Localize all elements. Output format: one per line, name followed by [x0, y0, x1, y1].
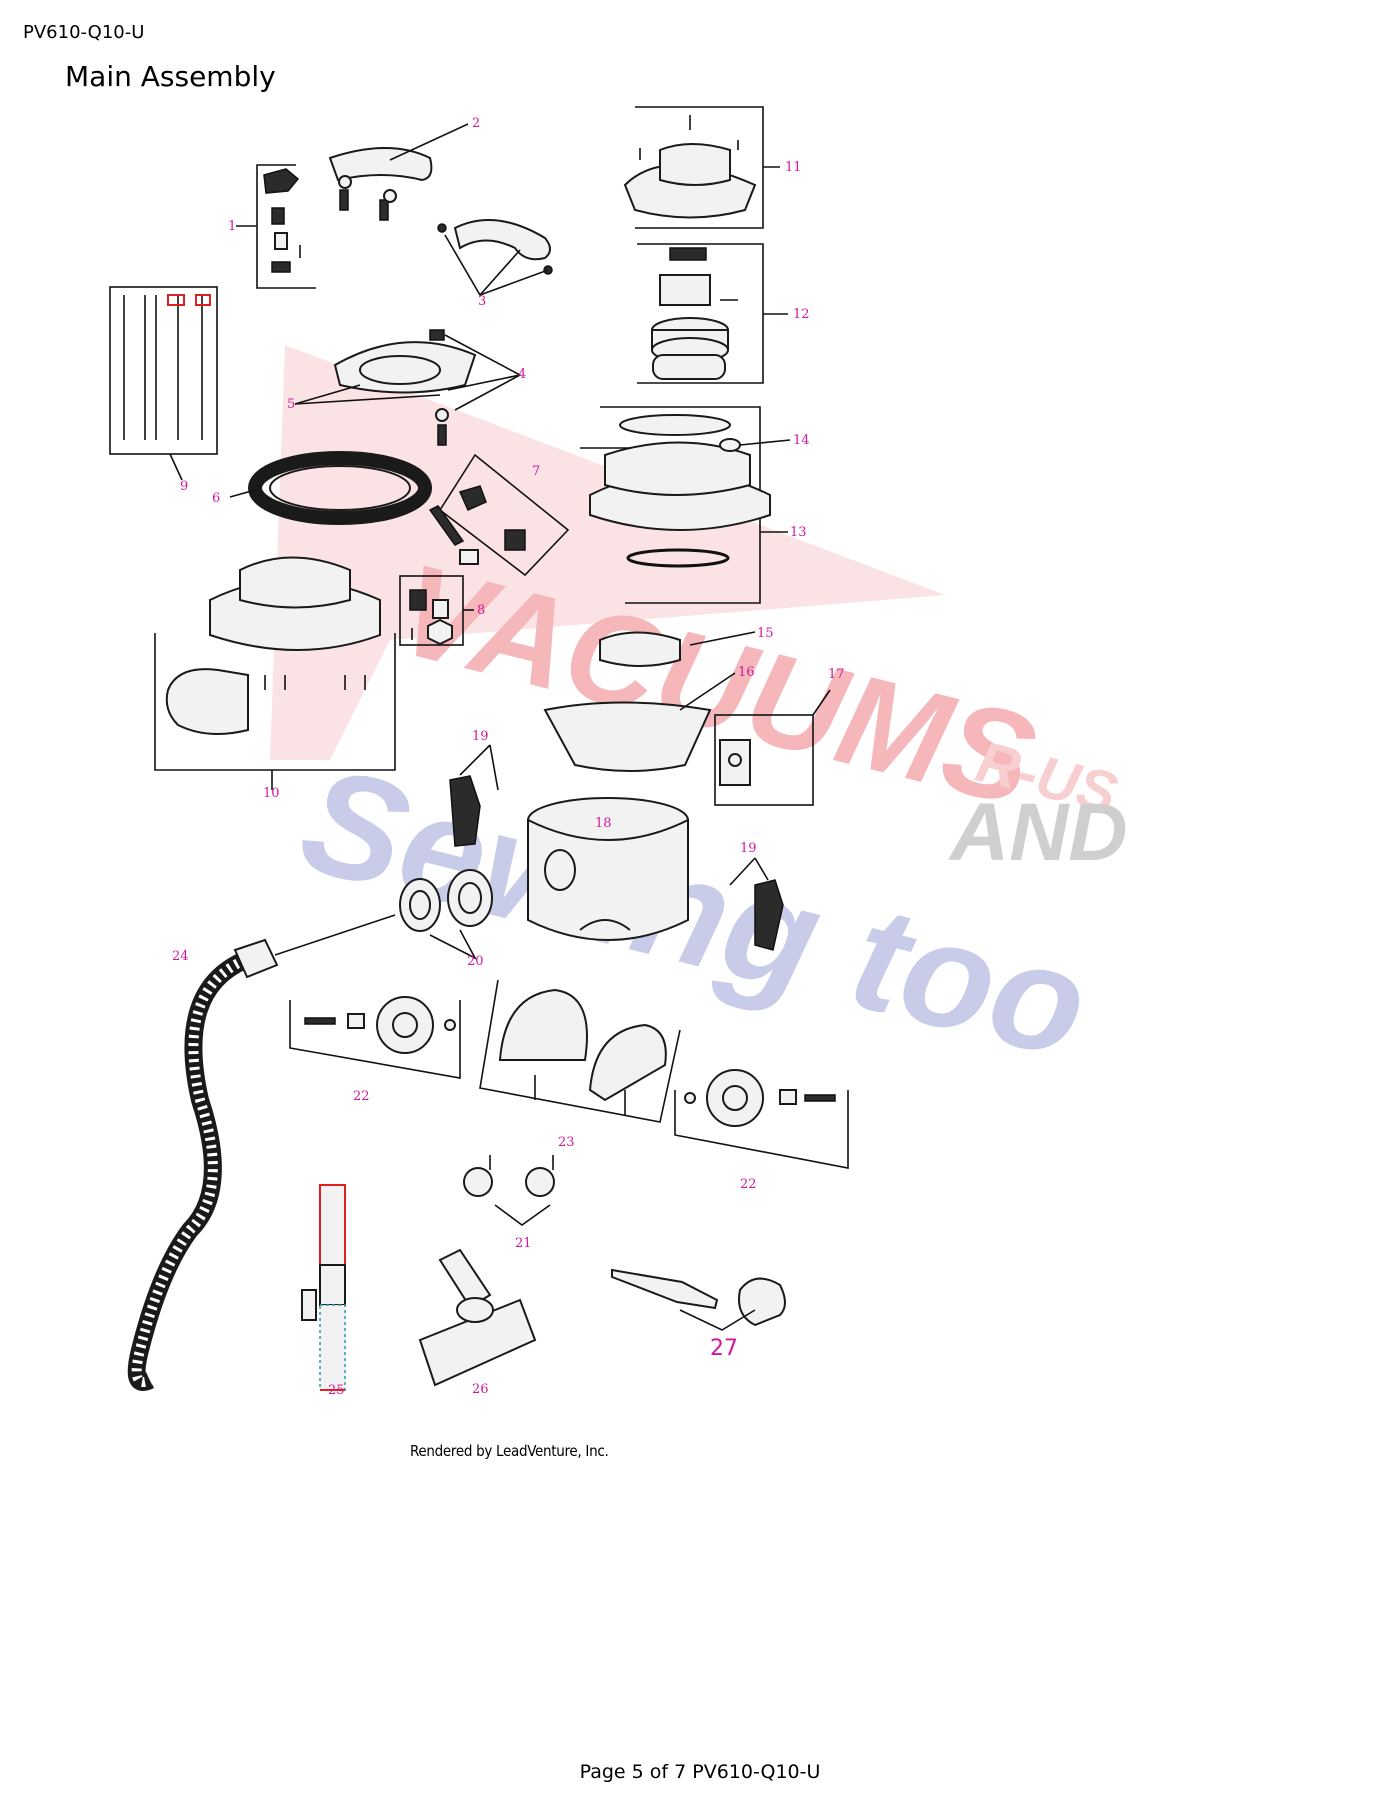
- part-9-wire-harness: [109, 286, 218, 481]
- callout-9: 9: [180, 479, 188, 494]
- callout-20: 20: [467, 954, 484, 969]
- callout-13: 13: [790, 525, 807, 540]
- part-25-wand: [301, 1184, 346, 1391]
- part-16-filter: [543, 672, 736, 772]
- callout-16: 16: [738, 665, 755, 680]
- part-4-5-top-lid: [294, 329, 522, 446]
- part-21-casters: [463, 1155, 555, 1226]
- callout-1: 1: [228, 219, 236, 234]
- document-code: PV610-Q10-U: [23, 22, 145, 43]
- watermark-v-shape: [270, 345, 945, 760]
- callout-15: 15: [757, 626, 774, 641]
- callout-26: 26: [472, 1382, 489, 1397]
- part-20-inlet: [399, 869, 493, 960]
- part-7-switch: [428, 453, 570, 577]
- callout-17: 17: [828, 667, 845, 682]
- part-6-gasket: [229, 451, 432, 525]
- callout-12: 12: [793, 307, 810, 322]
- part-12-motor: [637, 243, 788, 384]
- callout-21: 21: [515, 1236, 532, 1251]
- callout-4: 4: [518, 367, 526, 382]
- part-11-motor-cover: [623, 106, 780, 229]
- watermark-and-text: AND: [948, 787, 1128, 878]
- part-10-lid-base: [154, 556, 396, 790]
- part-3-side-handle: [437, 219, 553, 297]
- callout-24: 24: [172, 949, 189, 964]
- callout-2: 2: [472, 116, 480, 131]
- callout-22-left: 22: [353, 1089, 370, 1104]
- part-8-bracket: [399, 575, 474, 646]
- callout-5: 5: [287, 397, 295, 412]
- part-22-wheel-right: [674, 1069, 849, 1169]
- callout-10: 10: [263, 786, 280, 801]
- part-26-floor-nozzle: [418, 1248, 537, 1387]
- callout-14: 14: [793, 433, 810, 448]
- part-19-latch-left: [449, 744, 499, 847]
- callout-22-right: 22: [740, 1177, 757, 1192]
- callout-6: 6: [212, 491, 220, 506]
- part-23-wheel-housings: [479, 979, 681, 1123]
- callout-19-right: 19: [740, 841, 757, 856]
- callout-7: 7: [532, 464, 540, 479]
- part-18-tank: [527, 797, 689, 941]
- callout-11: 11: [785, 160, 802, 175]
- part-1-latch-kit: [236, 164, 316, 289]
- part-13-14-filter-housing: [580, 406, 791, 604]
- callout-19-left: 19: [472, 729, 489, 744]
- callout-25: 25: [328, 1383, 345, 1398]
- callout-18: 18: [595, 816, 612, 831]
- callout-27: 27: [710, 1336, 738, 1361]
- callout-3: 3: [478, 294, 486, 309]
- render-credit: Rendered by LeadVenture, Inc.: [410, 1442, 609, 1460]
- callout-8: 8: [477, 603, 485, 618]
- part-2-carry-handle: [328, 123, 469, 221]
- part-24-hose: [127, 914, 396, 1391]
- part-22-wheel-left: [289, 996, 461, 1079]
- page-footer: Page 5 of 7 PV610-Q10-U: [579, 1761, 821, 1783]
- part-19-latch-right: [729, 857, 784, 951]
- part-27-tools: [611, 1268, 786, 1331]
- callout-23: 23: [558, 1135, 575, 1150]
- part-15-float-cage: [599, 631, 756, 667]
- page-title: Main Assembly: [65, 60, 276, 93]
- part-17-dust-bag: [714, 689, 831, 806]
